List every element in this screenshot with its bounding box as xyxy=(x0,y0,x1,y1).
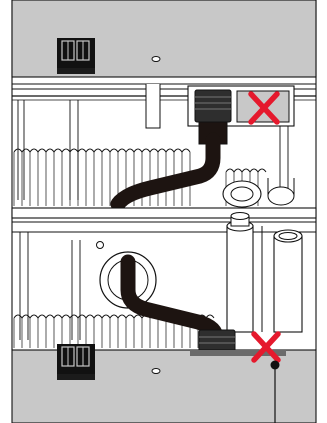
cylinder-1 xyxy=(227,226,253,332)
upper-connector-body xyxy=(195,90,231,122)
lower-hole xyxy=(97,242,104,249)
upper-basket-tab xyxy=(146,84,160,128)
bottom-panel-screw xyxy=(152,369,160,374)
plug-icon xyxy=(57,344,95,380)
lower-hose-connector xyxy=(199,330,235,352)
cylinder-2 xyxy=(274,236,302,332)
top-panel-screw xyxy=(152,57,160,62)
plug-icon xyxy=(57,38,95,74)
